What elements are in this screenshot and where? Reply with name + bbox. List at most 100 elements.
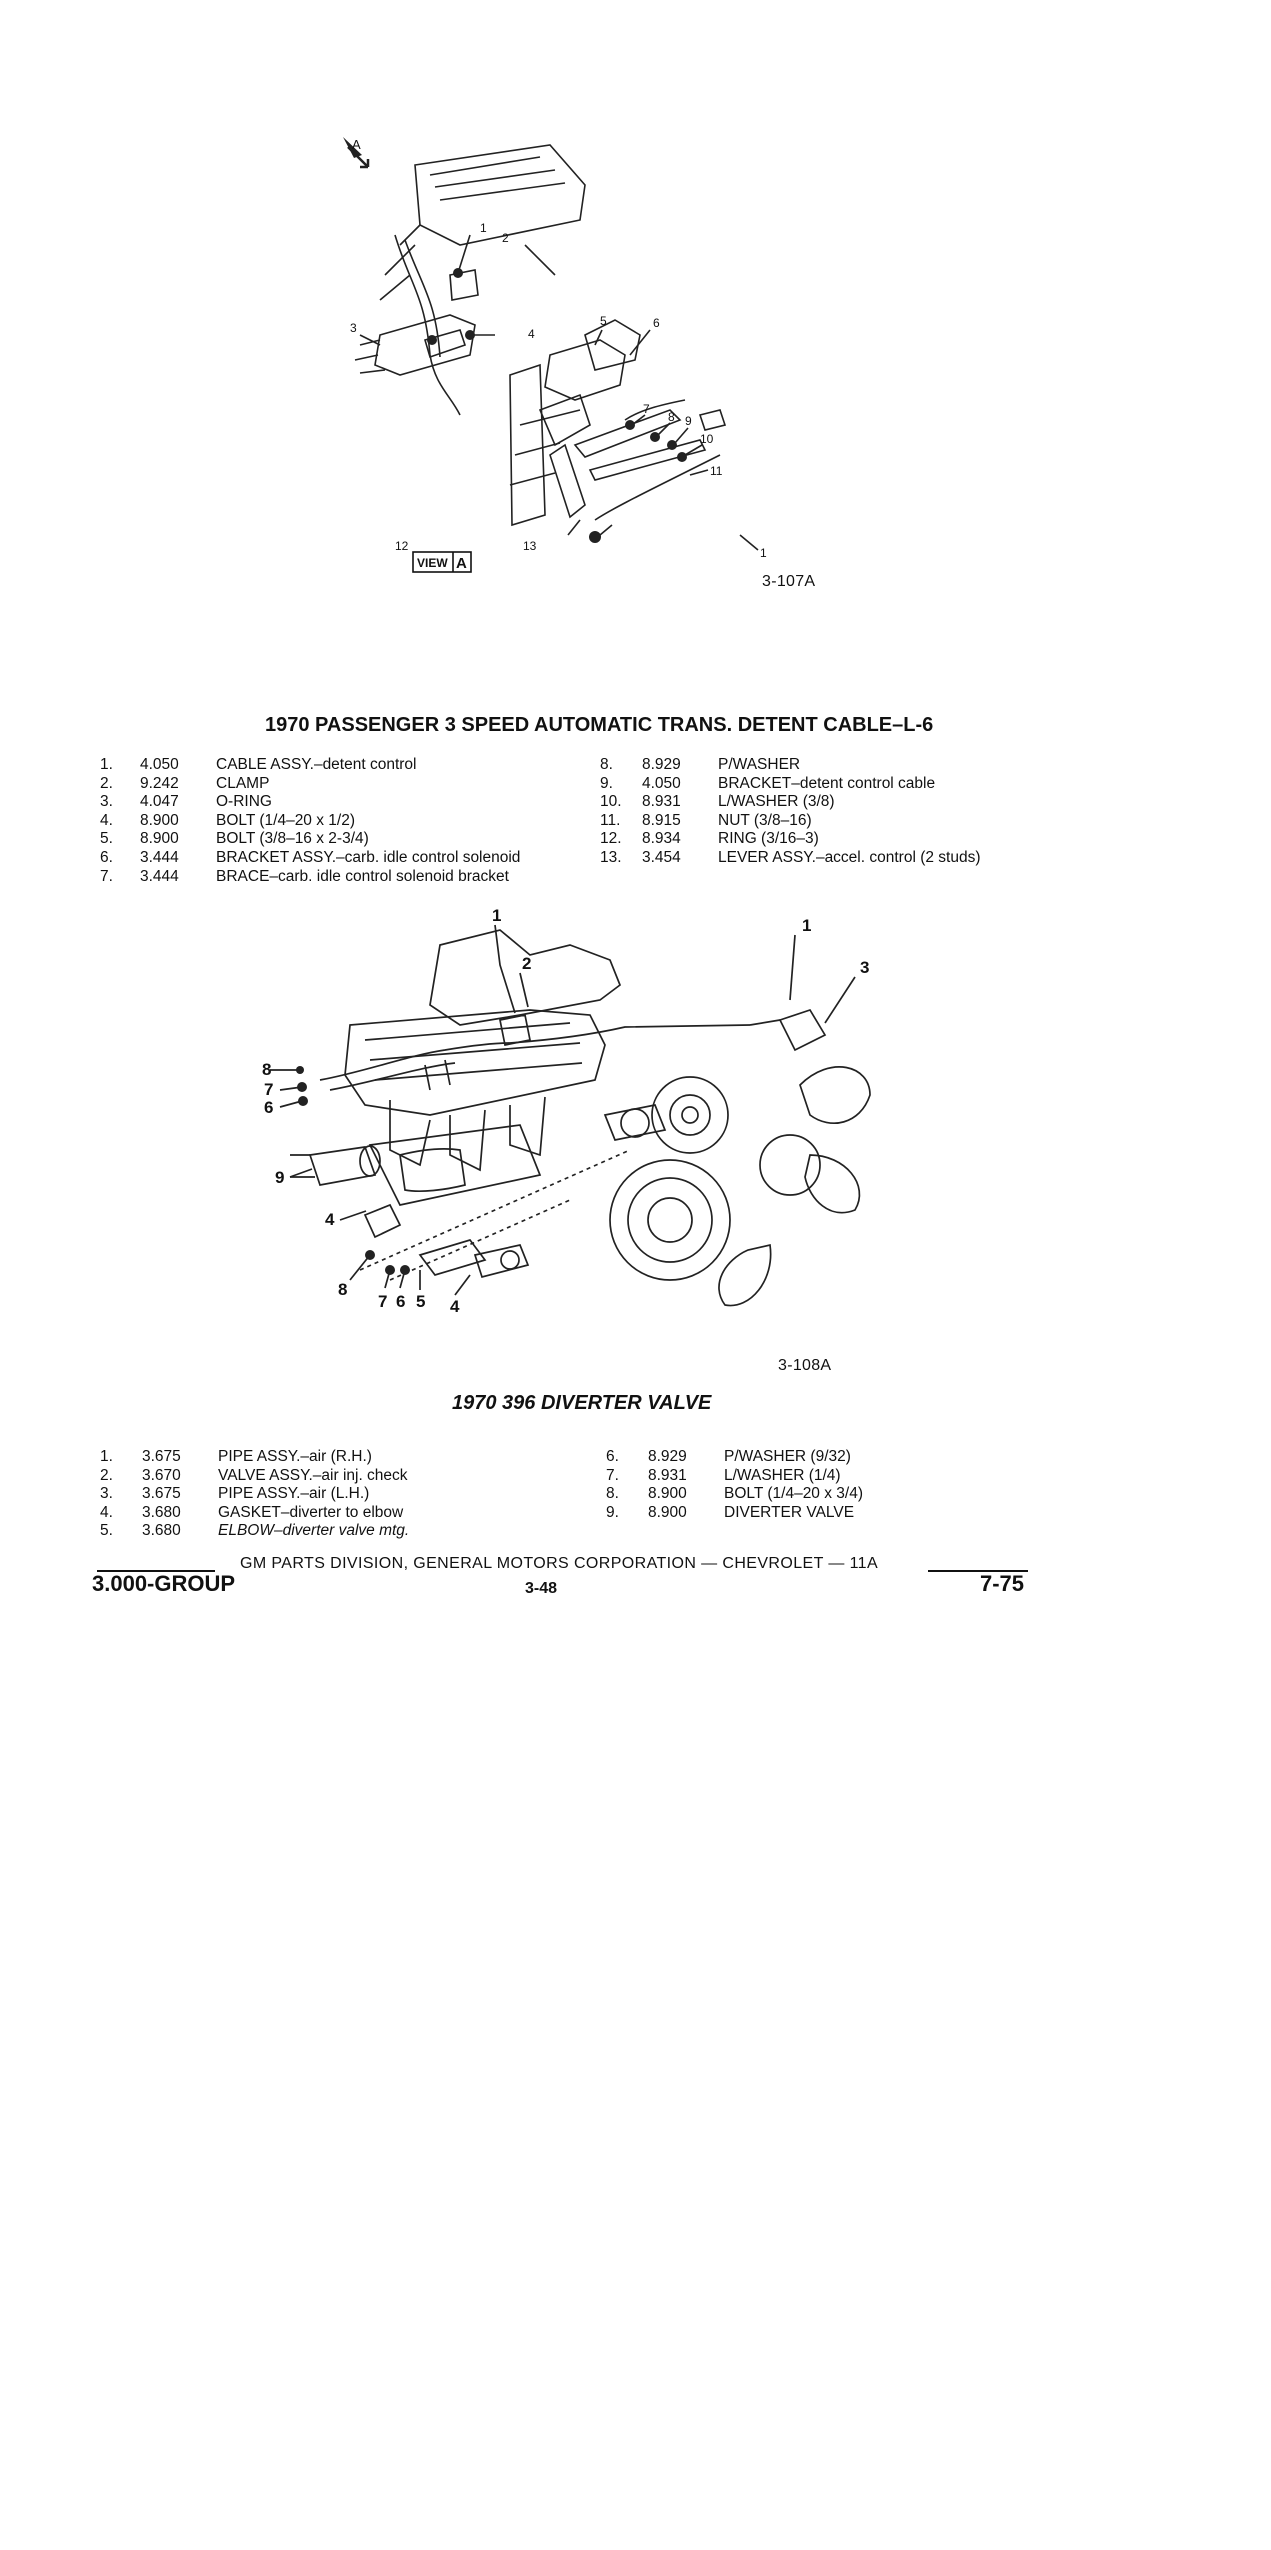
item-description: LEVER ASSY.–accel. control (2 studs)	[718, 848, 981, 866]
view-letter: A	[456, 555, 467, 572]
callout-label: 6	[396, 1292, 405, 1311]
callout-label: 12	[395, 539, 409, 553]
item-description: P/WASHER (9/32)	[724, 1448, 851, 1465]
callout-label: 3	[350, 321, 357, 335]
item-number: 5.	[100, 830, 113, 848]
item-number: 3.	[100, 793, 113, 811]
item-description: CLAMP	[216, 774, 270, 792]
callout-label: 10	[700, 432, 714, 446]
view-label: VIEW	[417, 556, 448, 570]
footer-rule-left	[97, 1570, 215, 1572]
item-code: 3.680	[142, 1522, 181, 1540]
item-code: 8.931	[642, 793, 681, 811]
item-code: 3.675	[142, 1485, 181, 1503]
footer-rule-right	[928, 1570, 1028, 1572]
figure-code: 3-107A	[762, 573, 816, 590]
callout-label: 8	[262, 1060, 271, 1079]
arrow-letter: A	[352, 137, 361, 152]
item-number: 4.	[100, 1503, 113, 1521]
section-title-detent-cable: 1970 PASSENGER 3 SPEED AUTOMATIC TRANS. …	[265, 714, 934, 736]
item-code: 8.929	[648, 1448, 687, 1465]
item-number: 2.	[100, 1466, 113, 1484]
item-number: 7.	[606, 1466, 619, 1484]
callout-label: 6	[653, 316, 660, 330]
item-description: DIVERTER VALVE	[724, 1503, 855, 1521]
callout-label: 8	[668, 410, 675, 424]
item-code: 8.934	[642, 830, 681, 848]
diverter-valve-drawing	[344, 929, 871, 1307]
item-number: 6.	[606, 1448, 619, 1465]
item-code: 8.900	[140, 830, 179, 848]
item-number: 9.	[600, 774, 613, 792]
callout-label: 13	[523, 539, 537, 553]
item-number: 3.	[100, 1485, 113, 1503]
item-code: 8.915	[642, 811, 681, 829]
item-description: ELBOW–diverter valve mtg.	[218, 1522, 410, 1540]
item-number: 6.	[100, 848, 113, 866]
callout-label: 2	[502, 231, 509, 245]
item-description: BOLT (3/8–16 x 2-3/4)	[216, 830, 369, 848]
callout-label: 1	[492, 906, 501, 925]
item-number: 2.	[100, 774, 113, 792]
item-code: 3.444	[140, 848, 179, 866]
callout-label: 9	[685, 414, 692, 428]
list-item: 5. 8.900 BOLT (3/8–16 x 2-3/4)	[100, 830, 580, 849]
callout-label: 4	[450, 1297, 460, 1316]
view-a-box	[412, 551, 472, 573]
item-number: 8.	[606, 1485, 619, 1503]
list-item: 6. 8.929 P/WASHER (9/32)	[606, 1448, 1066, 1467]
figure-diverter-valve-illustration: 1 1 2 3 8 7 6 9 4 8 7 6 5 4 3-108A	[262, 906, 910, 1375]
item-description: PIPE ASSY.–air (R.H.)	[218, 1448, 372, 1465]
item-description: L/WASHER (3/8)	[718, 793, 835, 811]
item-description: BRACE–carb. idle control solenoid bracke…	[216, 867, 509, 885]
callout-label: 5	[600, 314, 607, 328]
item-description: BOLT (1/4–20 x 3/4)	[724, 1485, 864, 1503]
callout-label: 7	[643, 402, 650, 416]
footer-date: 7-75	[980, 1571, 1025, 1596]
list-item: 3. 4.047 O-RING	[100, 793, 580, 812]
callout-label: 11	[710, 464, 723, 478]
item-number: 11.	[600, 811, 621, 829]
callout-label: 2	[522, 954, 531, 973]
item-code: 8.900	[648, 1485, 687, 1503]
figure-detent-cable-illustration: VIEW A A 1 2 3 4 5 6 7 8 9 10 11 12 13 1…	[340, 125, 840, 605]
item-description: VALVE ASSY.–air inj. check	[218, 1466, 408, 1484]
item-code: 3.680	[142, 1503, 181, 1521]
list-item: 3. 3.675 PIPE ASSY.–air (L.H.)	[100, 1485, 580, 1504]
footer-page-number: 3-48	[525, 1580, 558, 1597]
list-item: 8. 8.900 BOLT (1/4–20 x 3/4)	[606, 1485, 1066, 1504]
callout-label: 1	[760, 546, 767, 560]
item-description: PIPE ASSY.–air (L.H.)	[218, 1485, 370, 1503]
callout-label: 4	[325, 1210, 335, 1229]
callout-label: 4	[528, 327, 535, 341]
item-code: 9.242	[140, 774, 179, 792]
item-code: 4.047	[140, 793, 179, 811]
item-code: 4.050	[642, 774, 681, 792]
callout-label: 6	[264, 1098, 273, 1117]
item-description: O-RING	[216, 793, 272, 811]
footer-group: 3.000-GROUP	[92, 1571, 236, 1596]
callout-label: 7	[264, 1080, 273, 1099]
footer-division: GM PARTS DIVISION, GENERAL MOTORS CORPOR…	[240, 1555, 879, 1572]
callout-label: 3	[860, 958, 869, 977]
item-code: 8.900	[140, 811, 179, 829]
section-title-diverter-valve: 1970 396 DIVERTER VALVE	[452, 1392, 712, 1414]
item-code: 3.454	[642, 848, 681, 866]
list-item: 2. 9.242 CLAMP	[100, 775, 580, 794]
callout-label: 1	[802, 916, 811, 935]
item-description: CABLE ASSY.–detent control	[216, 756, 417, 773]
